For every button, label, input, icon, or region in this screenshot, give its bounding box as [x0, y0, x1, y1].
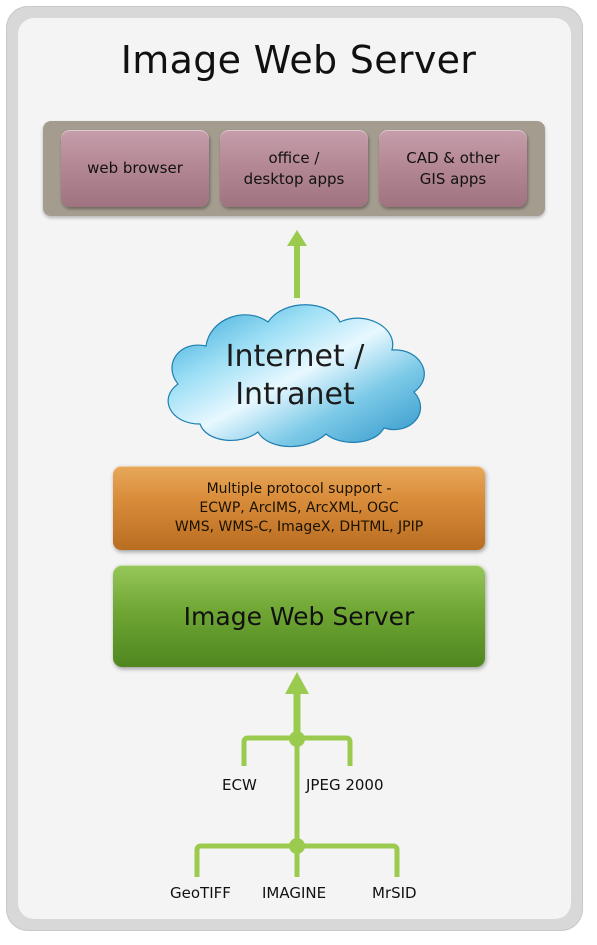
arrow-to-clients — [287, 230, 307, 298]
client-box-desktop-apps: office / desktop apps — [220, 130, 368, 207]
cloud-shape — [167, 304, 425, 448]
junction-node-lower — [289, 838, 305, 854]
format-label-geotiff: GeoTIFF — [170, 884, 231, 902]
protocol-support-box: Multiple protocol support - ECWP, ArcIMS… — [113, 466, 485, 550]
format-label-imagine: IMAGINE — [262, 884, 327, 902]
junction-node-upper — [289, 731, 305, 747]
format-label-jpeg2000: JPEG 2000 — [306, 776, 384, 794]
network-cloud-label: Internet / Intranet — [225, 339, 365, 412]
format-label-mrsid: MrSID — [372, 884, 417, 902]
client-box-gis-apps: CAD & other GIS apps — [379, 130, 527, 207]
client-box-web-browser: web browser — [61, 130, 209, 207]
client-apps-tray: web browser office / desktop apps CAD & … — [43, 121, 545, 216]
image-web-server-box: Image Web Server — [113, 565, 485, 667]
diagram-title: Image Web Server — [120, 38, 477, 82]
arrow-to-server — [285, 672, 309, 740]
format-label-ecw: ECW — [222, 776, 257, 794]
